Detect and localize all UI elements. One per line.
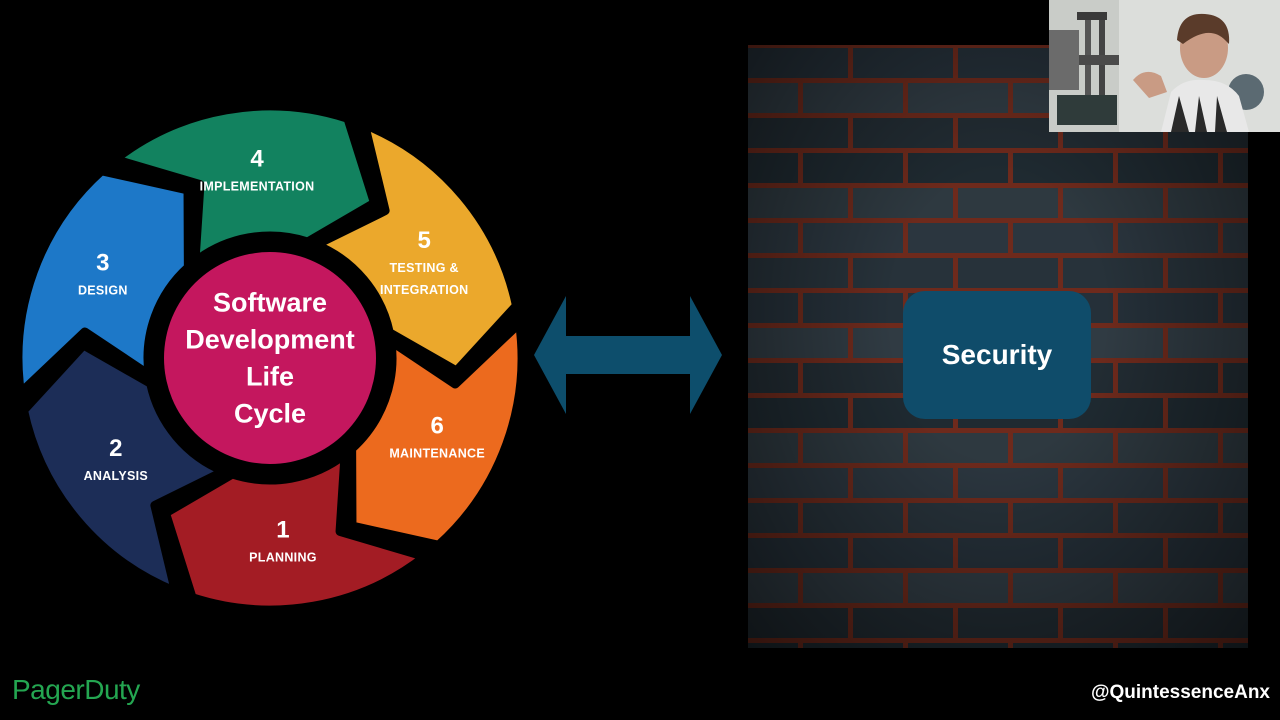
segment-number-4: 4	[250, 145, 264, 172]
center-title-line: Software	[213, 288, 327, 318]
segment-label-1: PLANNING	[249, 551, 317, 565]
cycle-segment-3	[13, 166, 193, 398]
center-title-line: Cycle	[234, 399, 306, 429]
pagerduty-logo: PagerDuty	[12, 674, 140, 705]
double-arrow-icon	[534, 296, 722, 414]
cycle-segment-5	[311, 119, 521, 376]
segment-number-3: 3	[96, 249, 109, 276]
center-circle	[164, 252, 376, 464]
webcam-video-overlay	[1049, 0, 1280, 132]
segment-number-5: 5	[418, 227, 431, 254]
segment-label-2: ANALYSIS	[84, 469, 148, 483]
segment-number-6: 6	[430, 413, 443, 440]
cycle-segment-2	[19, 340, 229, 597]
segment-label-4: IMPLEMENTATION	[200, 179, 315, 193]
speaker-handle: @QuintessenceAnx	[1090, 682, 1270, 703]
cycle-segment-4	[110, 101, 380, 267]
segment-label-3: DESIGN	[78, 283, 128, 297]
center-title-line: Life	[246, 362, 294, 392]
segment-number-2: 2	[109, 435, 122, 462]
center-title-line: Development	[185, 325, 355, 355]
segment-label-5: INTEGRATION	[380, 283, 468, 297]
cycle-segment-1	[160, 449, 430, 615]
cycle-segment-6	[347, 318, 527, 550]
security-box: Security	[903, 291, 1091, 419]
segment-number-1: 1	[276, 517, 289, 544]
segment-label-5: TESTING &	[390, 261, 459, 275]
segment-label-6: MAINTENANCE	[389, 447, 485, 461]
security-label: Security	[941, 339, 1053, 370]
